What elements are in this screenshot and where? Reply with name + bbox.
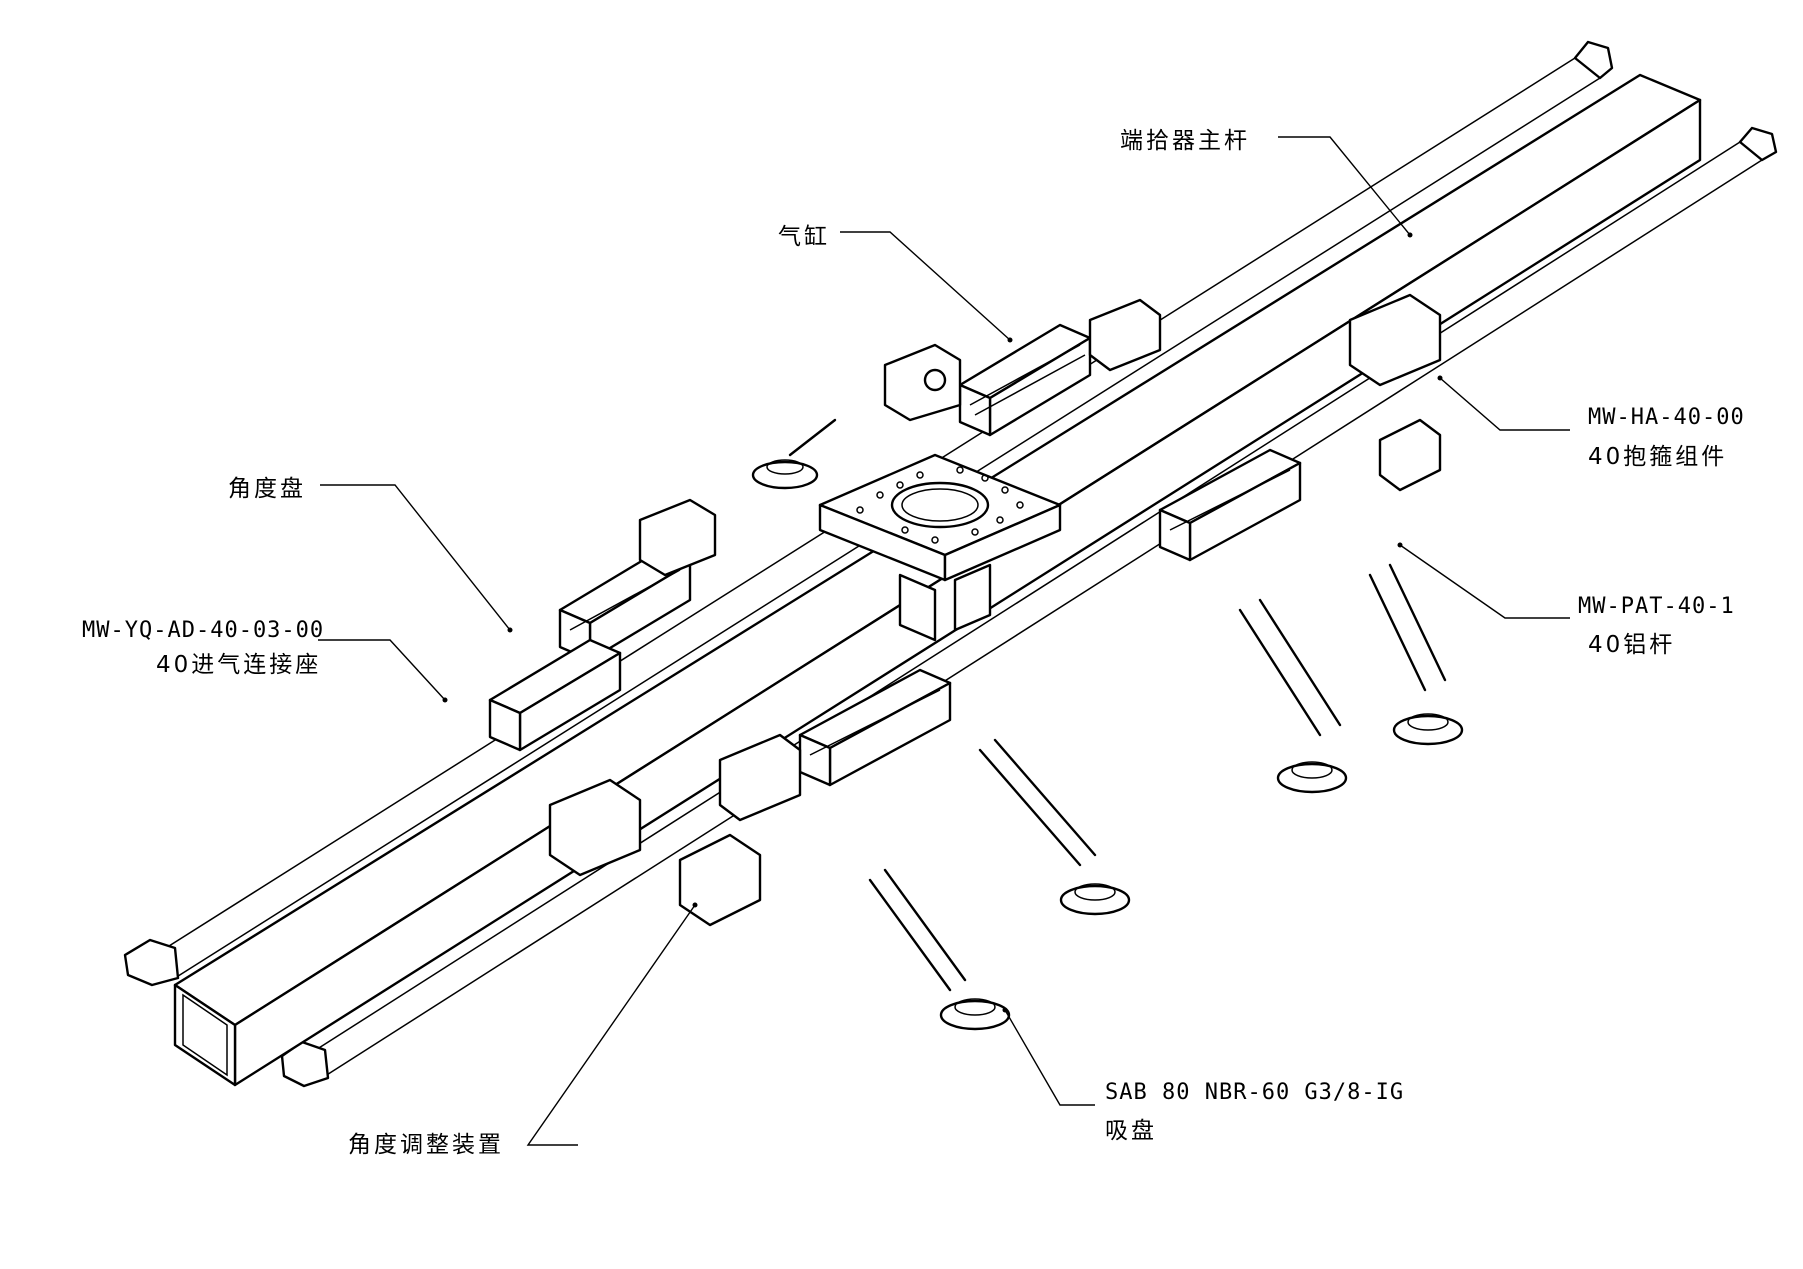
main-square-tube [173,73,1702,1087]
leader-lines [318,136,1570,1146]
cylinder-assembly-right [1158,293,1442,562]
label-sucker-name: 吸盘 [1105,1118,1157,1144]
label-sucker-code: SAB 80 NBR-60 G3/8-IG [1105,1080,1405,1105]
label-inlet-name: 40进气连接座 [156,652,322,678]
sucker-upper-left [751,418,837,490]
cylinder-assembly-lower [548,668,952,927]
label-rod-code: MW-PAT-40-1 [1578,594,1735,619]
label-clamp-name: 40抱箍组件 [1588,444,1728,470]
label-clamp-code: MW-HA-40-00 [1588,405,1745,430]
sucker-arm-3 [978,738,1131,916]
cylinder-assembly-left [488,498,717,752]
label-angle-adjust: 角度调整装置 [348,1132,504,1158]
sucker-arm-1 [1238,598,1348,794]
sucker-arm-4 [868,868,1011,1031]
label-rod-name: 40铝杆 [1588,632,1676,658]
sucker-arm-2 [1368,563,1464,746]
label-cylinder: 气缸 [778,224,830,250]
side-rod-bottom [280,126,1778,1088]
label-angle-disc: 角度盘 [228,476,306,502]
cylinder-assembly-upper [883,298,1162,437]
center-mounting-plate [818,453,1062,642]
label-main-rod: 端拾器主杆 [1120,128,1250,154]
label-inlet-code: MW-YQ-AD-40-03-00 [82,618,325,643]
